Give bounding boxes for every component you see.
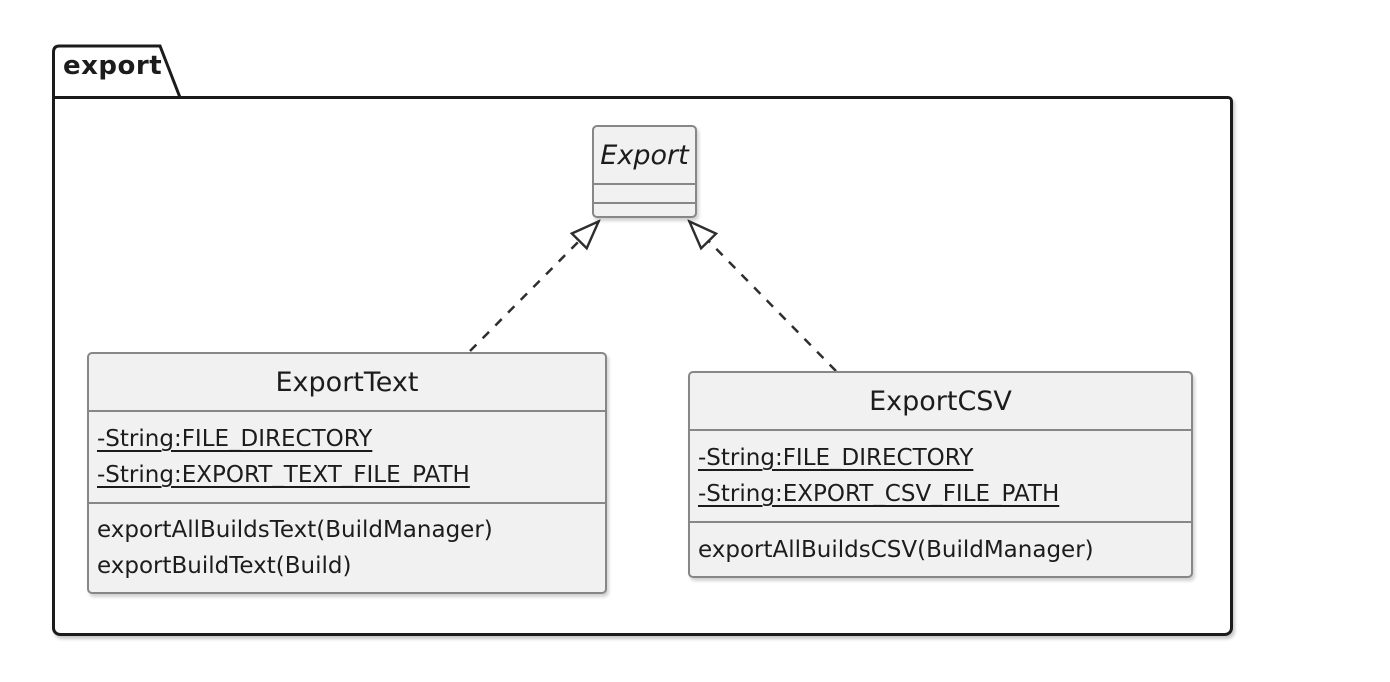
class-methods-export-empty: [594, 204, 695, 216]
class-fields-exportcsv: -String:FILE_DIRECTORY -String:EXPORT_CS…: [690, 431, 1191, 523]
field-row: -String:EXPORT_CSV_FILE_PATH: [698, 481, 1060, 507]
class-methods-exporttext: exportAllBuildsText(BuildManager) export…: [89, 504, 605, 592]
class-box-exportcsv: ExportCSV -String:FILE_DIRECTORY -String…: [688, 371, 1193, 578]
class-fields-exporttext: -String:FILE_DIRECTORY -String:EXPORT_TE…: [89, 412, 605, 504]
class-title-exportcsv: ExportCSV: [690, 373, 1191, 431]
field-row: -String:FILE_DIRECTORY: [97, 426, 373, 452]
method-row: exportAllBuildsCSV(BuildManager): [698, 536, 1094, 563]
class-methods-exportcsv: exportAllBuildsCSV(BuildManager): [690, 523, 1191, 576]
package-tab-label: export: [63, 51, 163, 81]
package-frame: [52, 96, 1233, 636]
class-box-exporttext: ExportText -String:FILE_DIRECTORY -Strin…: [87, 352, 607, 594]
class-fields-export-empty: [594, 185, 695, 204]
method-row: exportBuildText(Build): [97, 553, 352, 579]
class-box-export: Export: [592, 125, 697, 218]
field-row: -String:EXPORT_TEXT_FILE_PATH: [97, 462, 470, 488]
class-title-exporttext: ExportText: [89, 354, 605, 412]
field-row: -String:FILE_DIRECTORY: [698, 445, 974, 471]
class-title-export: Export: [594, 127, 695, 185]
method-row: exportAllBuildsText(BuildManager): [97, 517, 493, 543]
